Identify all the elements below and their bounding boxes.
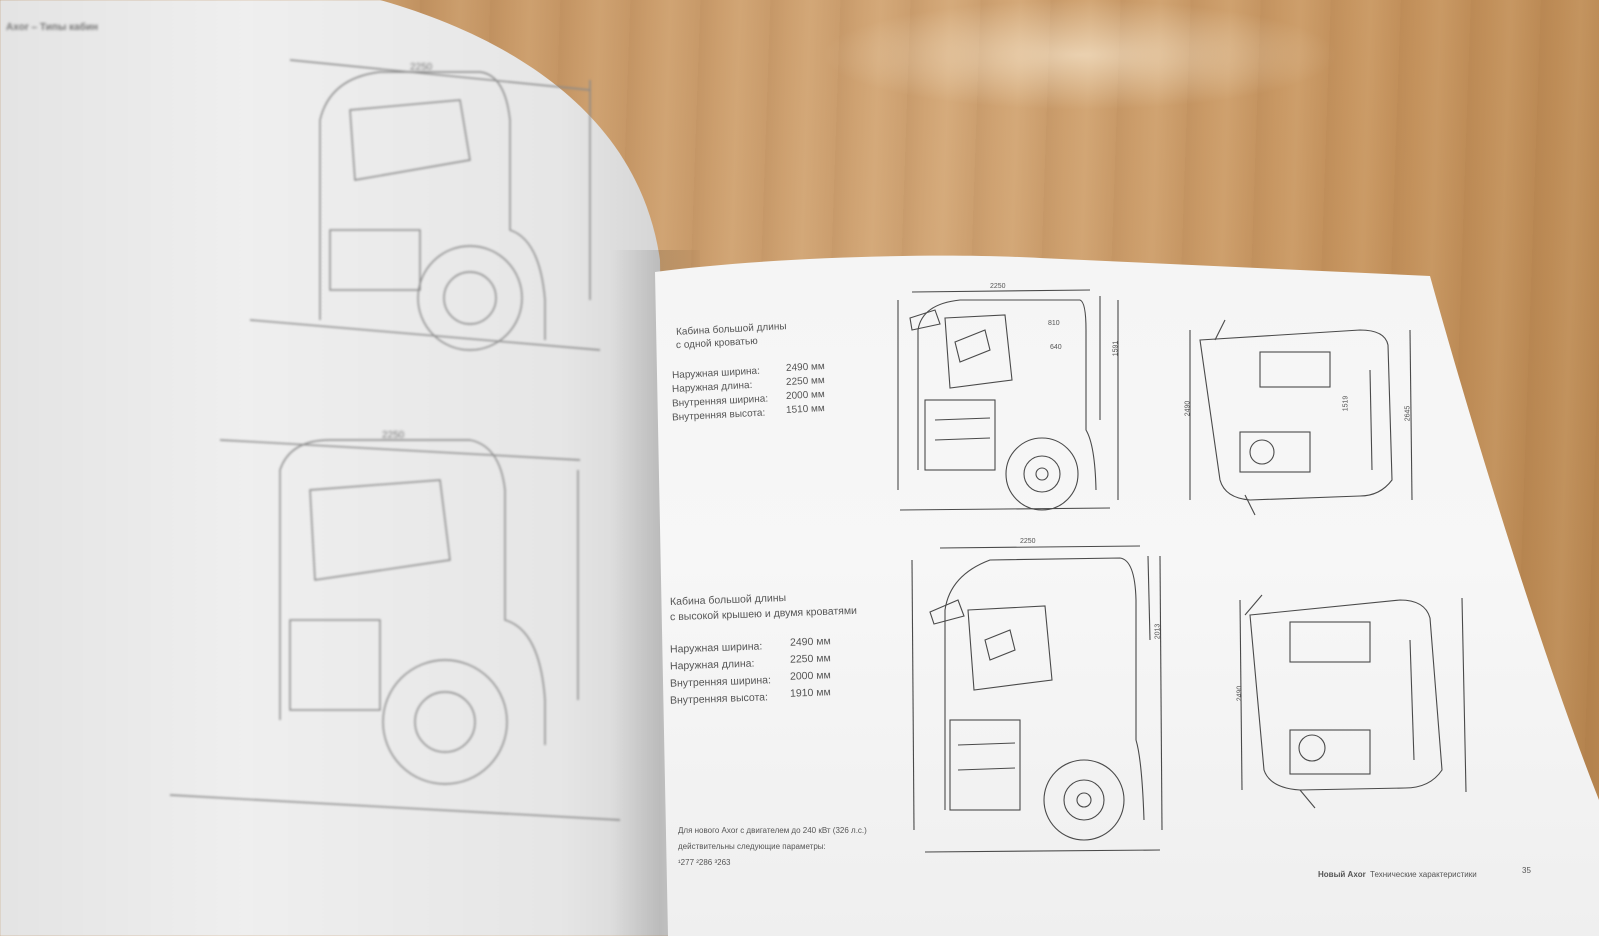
cab-top-view-1 — [1189, 319, 1413, 516]
left-mid-dimension: 2250 — [382, 430, 405, 441]
footnote-line2: действительны следующие параметры: — [678, 842, 826, 851]
cab-side-view-1 — [897, 289, 1119, 511]
dim-top-width-1: 2250 — [990, 283, 1006, 290]
footer-brand: Новый Axor — [1318, 870, 1366, 879]
dim-c: 1591 — [1112, 340, 1120, 357]
dim-b: 640 — [1050, 344, 1062, 351]
dim-h: 2013 — [1154, 623, 1162, 640]
page-number: 35 — [1522, 866, 1531, 875]
left-top-dimension: 2250 — [410, 62, 433, 73]
dim-e: 2490 — [1184, 400, 1192, 417]
dim-g: 2490 — [1236, 685, 1244, 702]
dim-f: 2645 — [1404, 405, 1412, 422]
dim-a: 810 — [1048, 320, 1060, 327]
dim-d: 1519 — [1342, 395, 1350, 412]
footnote-line1: Для нового Axor с двигателем до 240 кВт … — [678, 826, 867, 835]
cab-side-view-2 — [911, 545, 1163, 853]
left-page-drawings — [169, 59, 621, 821]
left-page — [0, 0, 700, 936]
footer-title: Технические характеристики — [1370, 870, 1477, 879]
footnote-values: ¹277 ²286 ³263 — [678, 858, 731, 867]
cab-top-view-2 — [1239, 594, 1467, 809]
left-page-header: Axor – Типы кабин — [6, 22, 99, 33]
table-glare — [820, 0, 1340, 110]
dim-top-width-2: 2250 — [1020, 538, 1036, 545]
